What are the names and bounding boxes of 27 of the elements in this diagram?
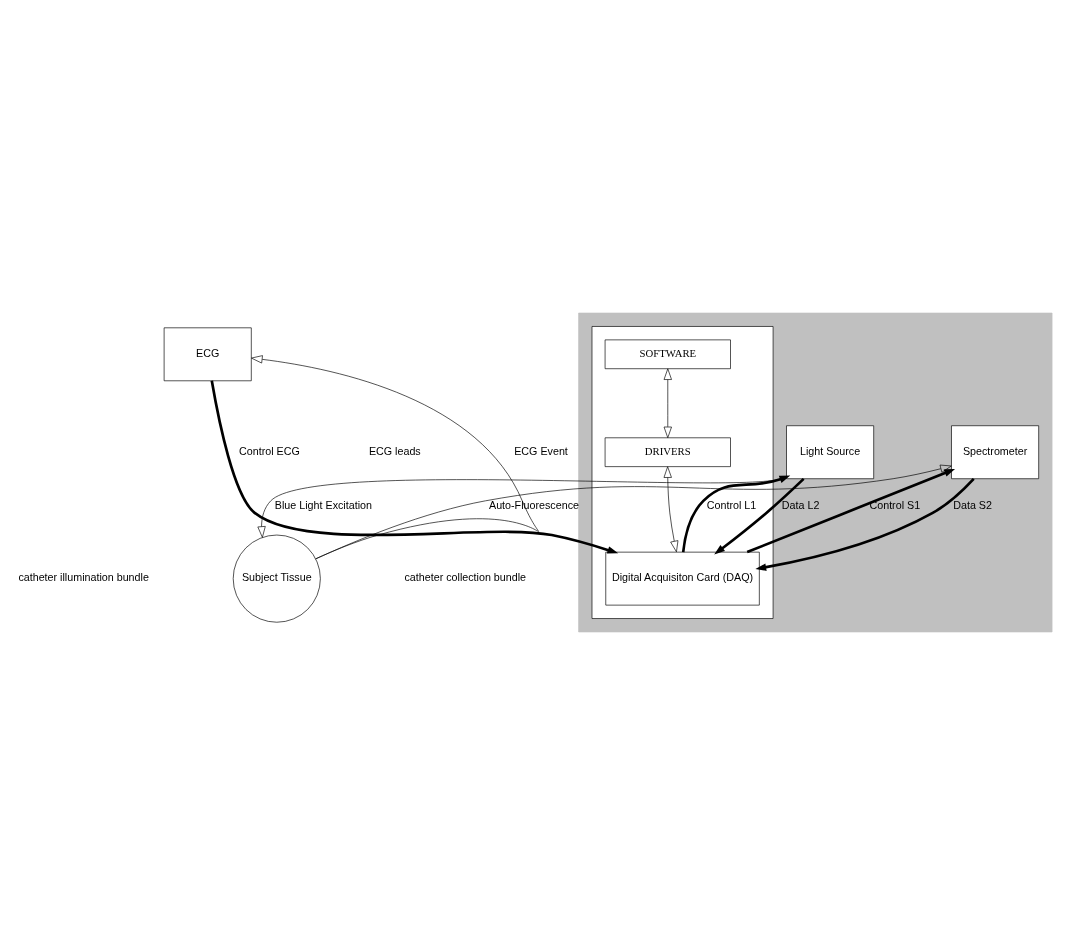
node-box: Light Source	[786, 425, 875, 480]
edge-label: Auto-Fluorescence	[489, 499, 579, 512]
edge-label: ECG Event	[514, 444, 568, 457]
edge-label: Control ECG	[239, 444, 300, 457]
node-box: Spectrometer	[951, 425, 1039, 480]
label: ECG leads	[368, 444, 421, 457]
node-box: SOFTWARE	[604, 339, 731, 370]
arrow	[210, 380, 619, 554]
arrow	[746, 468, 956, 554]
arrow	[663, 466, 679, 553]
node-circle: Subject Tissue	[232, 534, 321, 623]
label: catheter collection bundle	[404, 571, 527, 584]
arrow	[681, 475, 791, 553]
arrow	[663, 368, 672, 439]
edge-label: Blue Light Excitation	[274, 499, 372, 512]
node-box: Digital Acquisiton Card (DAQ)	[605, 551, 760, 606]
edge-label: Control L1	[706, 499, 757, 512]
node-box: DRIVERS	[604, 437, 731, 467]
arrow	[755, 477, 975, 571]
node-box: ECG	[163, 327, 252, 382]
edge-label: Data S2	[953, 499, 992, 512]
arrow	[714, 477, 805, 555]
label: catheter illumination bundle	[18, 571, 149, 584]
edge-label: Data L2	[781, 499, 820, 512]
cluster	[578, 312, 1053, 633]
cluster	[591, 326, 774, 619]
arrow	[315, 464, 952, 560]
